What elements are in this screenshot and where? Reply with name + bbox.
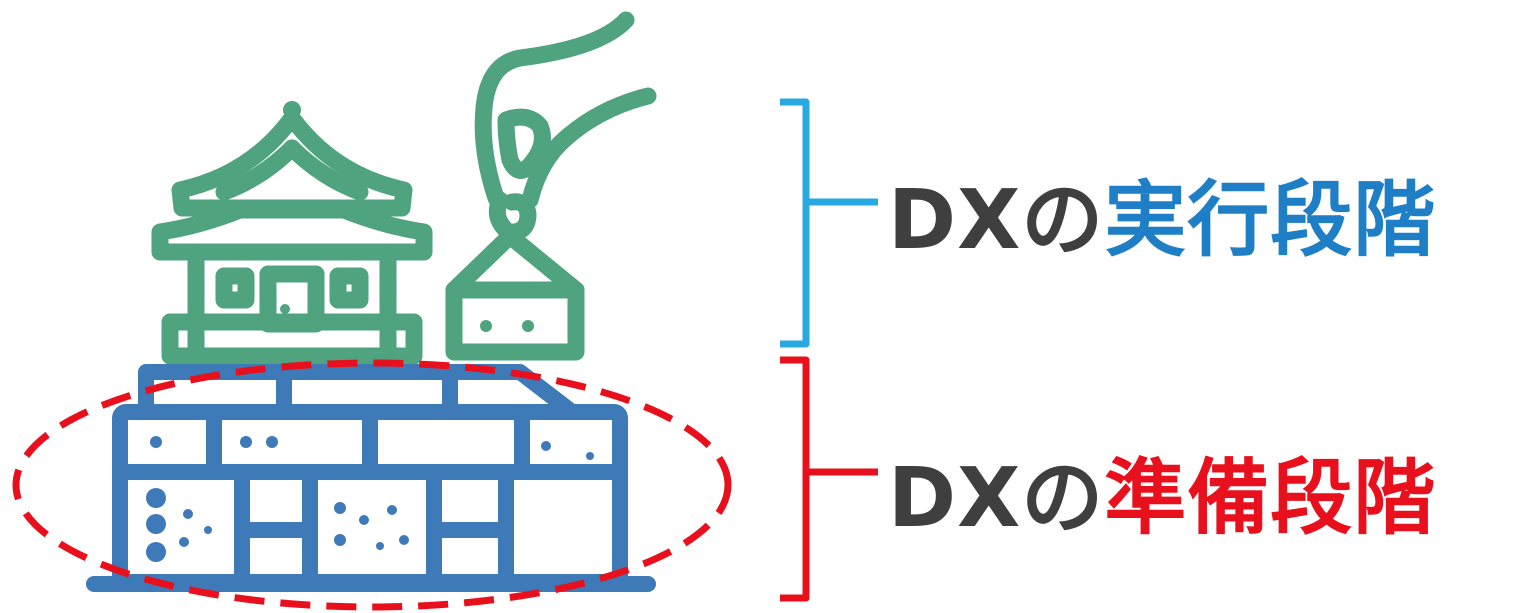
execution-stage-highlight: 実行段階 — [1104, 173, 1437, 268]
block-dot — [480, 320, 492, 332]
preparation-stage-label: DXの準備段階 — [888, 458, 1436, 540]
block-dot — [522, 320, 534, 332]
execution-stage-label: DXの実行段階 — [888, 180, 1436, 262]
japanese-temple-icon — [151, 101, 433, 365]
execution-stage-prefix: DXの — [888, 173, 1105, 268]
door-knob — [280, 304, 290, 314]
preparation-stage-prefix: DXの — [888, 451, 1105, 546]
execution-bracket — [780, 98, 878, 348]
hand-placing-block-icon — [445, 11, 657, 361]
foundation-highlight-ellipse — [12, 359, 732, 611]
stone-foundation-wall-icon — [86, 364, 656, 592]
stone-texture-dots — [146, 436, 594, 562]
preparation-stage-highlight: 準備段階 — [1104, 451, 1437, 546]
preparation-bracket — [780, 356, 878, 602]
